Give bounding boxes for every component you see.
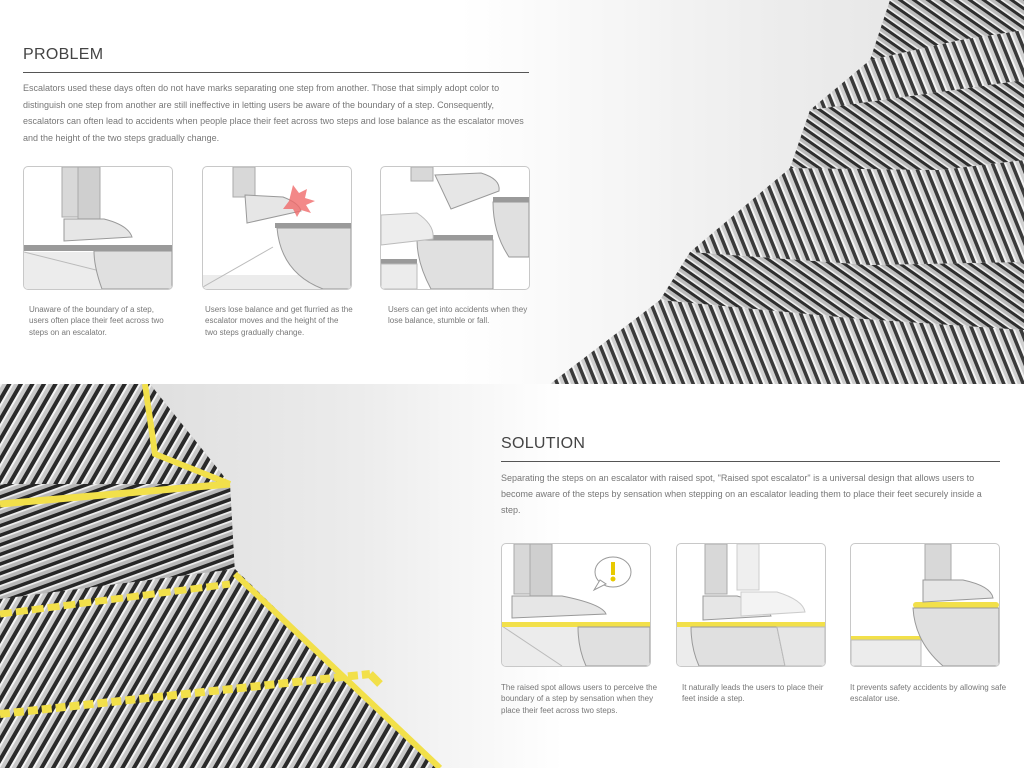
solution-caption-3: It prevents safety accidents by allowing…	[850, 683, 1007, 704]
solution-illustration-1	[501, 543, 651, 667]
solution-heading: SOLUTION	[501, 435, 586, 452]
problem-illustration-1	[23, 166, 173, 290]
escalator-render-raised-spot	[0, 384, 443, 768]
solution-illustration-2	[676, 543, 826, 667]
exclamation-bubble-icon	[592, 556, 632, 592]
problem-illustration-3	[380, 166, 530, 290]
problem-caption-2: Users lose balance and get flurried as t…	[205, 305, 353, 337]
problem-caption-3: Users can get into accidents when they l…	[388, 305, 528, 326]
problem-paragraph: Escalators used these days often do not …	[23, 83, 524, 143]
solution-paragraph: Separating the steps on an escalator wit…	[501, 473, 982, 515]
solution-divider	[501, 461, 1000, 462]
problem-section: PROBLEM Escalators used these days often…	[0, 0, 1024, 384]
problem-caption-1: Unaware of the boundary of a step, users…	[29, 305, 164, 337]
solution-illustration-3	[850, 543, 1000, 667]
problem-heading: PROBLEM	[23, 46, 104, 63]
solution-caption-1: The raised spot allows users to perceive…	[501, 683, 658, 715]
solution-caption-2: It naturally leads the users to place th…	[682, 683, 824, 704]
escalator-render-plain	[550, 0, 1024, 384]
solution-section: SOLUTION Separating the steps on an esca…	[0, 384, 1024, 768]
impact-burst-icon	[283, 185, 315, 217]
problem-illustration-2	[202, 166, 352, 290]
problem-divider	[23, 72, 529, 73]
